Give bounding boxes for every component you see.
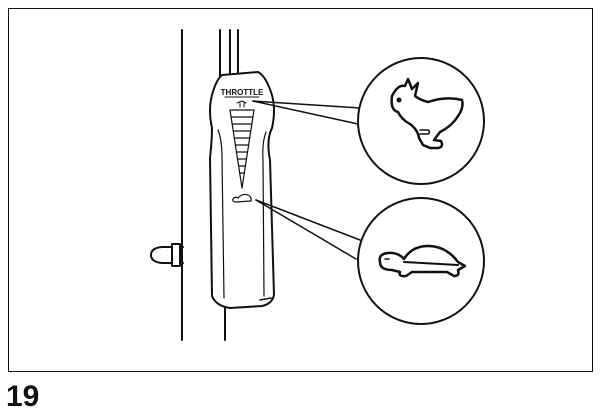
speed-scale (229, 109, 255, 189)
turtle-icon (378, 244, 467, 278)
small-turtle-icon (232, 193, 252, 203)
throttle-label: THROTTLE (221, 88, 264, 97)
figure-number: 19 (6, 380, 40, 413)
figure-frame (8, 8, 593, 372)
small-rabbit-icon (236, 100, 247, 108)
leader-lines (252, 100, 361, 260)
throttle-shaft (219, 29, 239, 341)
rabbit-callout (357, 57, 485, 185)
nut (150, 243, 184, 267)
scale-wedge (229, 109, 255, 189)
throttle-handle[interactable] (209, 71, 275, 309)
turtle-callout (357, 197, 485, 325)
rabbit-icon (390, 77, 464, 150)
